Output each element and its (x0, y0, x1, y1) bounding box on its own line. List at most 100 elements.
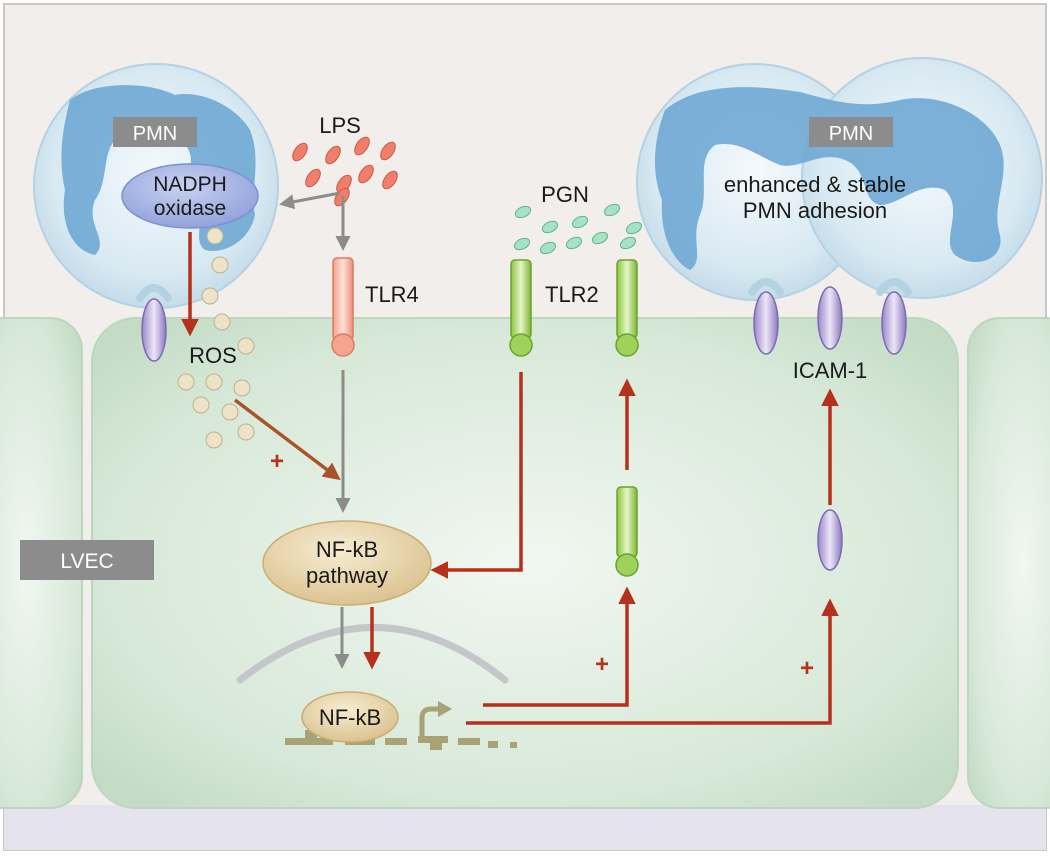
icam1-molecule (753, 291, 779, 355)
ros-particle-icon (201, 287, 219, 305)
ros-label: ROS (189, 343, 237, 368)
ros-particle-icon (205, 373, 223, 391)
pmn-left-label: PMN (133, 123, 177, 145)
adhesion-contacts (136, 278, 912, 571)
tlr2-label: TLR2 (545, 282, 599, 307)
lps-particle-icon (325, 145, 341, 165)
tlr4-receptor (331, 257, 355, 357)
pmn-right-ligand-1 (748, 278, 784, 296)
dna-segment (385, 738, 407, 745)
dna-segment (285, 738, 333, 745)
dna-segment (418, 736, 448, 743)
pmn-left: PMN NADPH oxidase (33, 63, 279, 309)
icam1-molecule-cytoplasmic (817, 509, 843, 571)
pgn-label: PGN (541, 182, 589, 207)
ros-plus-sign: + (270, 448, 284, 475)
pgn-particle-icon (619, 236, 637, 250)
pgn-particle-icon (565, 236, 583, 250)
pmn-left-ligand (136, 284, 172, 302)
pgn-particle-icon (603, 203, 621, 217)
lvec-cell-layer (0, 317, 1050, 809)
tlr2-to-nfkb-arrow (430, 372, 523, 579)
nfkb-pathway-label-line2: pathway (306, 563, 388, 588)
tlr2-receptor-cytoplasmic-head (615, 553, 639, 577)
lps-particle-icon (380, 141, 396, 161)
pgn-particle-icon (625, 221, 643, 235)
nadph-oxidase (121, 163, 259, 229)
icam1-molecule (141, 298, 167, 362)
pgn-particle-icon (591, 231, 609, 245)
neighbor-cell-right (967, 317, 1050, 809)
pgn-particle-icon (571, 215, 589, 229)
nfkb-nuclear-label: NF-kB (319, 705, 381, 730)
pmn-right-ligand-2 (876, 278, 912, 296)
transcription-start-arrow-icon (419, 706, 440, 738)
nadph-label-line1: NADPH (153, 173, 227, 196)
icam1-molecule (881, 291, 907, 355)
ros-particle-icon (233, 379, 251, 397)
lps-particle-icon (358, 164, 374, 184)
pmn-right-tag (809, 117, 893, 147)
ros-particle-icon (177, 373, 195, 391)
icam1-plus-sign: + (800, 655, 814, 682)
pathway-arrows (181, 191, 839, 725)
lps-to-nadph-arrow (279, 191, 341, 210)
tlr2-receptor-cytoplasmic-stalk (616, 486, 638, 558)
ros-particle-icon (206, 227, 224, 245)
dna-segment (488, 741, 498, 748)
lvec-label: LVEC (60, 550, 113, 573)
tlr2-plus-sign: + (595, 651, 609, 678)
lps-particle-icon (382, 170, 398, 190)
lps-particle-icon (292, 142, 308, 162)
ros-particle-icon (221, 403, 239, 421)
basement-layer (4, 805, 1046, 850)
dna-segment (510, 742, 517, 748)
ros-particle-icon (213, 313, 231, 331)
ros-particles (177, 227, 255, 449)
lps-particle-icon (305, 168, 321, 188)
transcription-start-arrowhead-icon (438, 701, 452, 717)
lvec-tag (20, 540, 154, 580)
adhesion-label-line1: enhanced & stable (724, 172, 906, 197)
pgn-particles (513, 203, 643, 255)
dna-segment (458, 738, 480, 745)
ros-particle-icon (237, 423, 255, 441)
tlr2-receptor-head (509, 333, 533, 357)
pgn-particle-icon (513, 237, 531, 251)
dna-segment (305, 730, 317, 738)
pgn-particle-icon (541, 220, 559, 234)
pgn-particle-icon (514, 205, 532, 219)
nfkb-pathway-label-line1: NF-kB (316, 537, 378, 562)
ros-particle-icon (205, 431, 223, 449)
tlr2-receptor-stalk (510, 259, 532, 339)
dna-segment (430, 743, 442, 750)
lps-particles (292, 136, 398, 207)
lps-particle-icon (354, 136, 370, 156)
tlr2-receptor-stalk (616, 259, 638, 339)
pmn-right: PMN enhanced & stable PMN adhesion (636, 57, 1043, 301)
ros-particle-icon (237, 337, 255, 355)
tlr2-receptors (509, 259, 639, 577)
ros-to-nfkb-arrow (233, 398, 341, 481)
nfkb-pathway-node (262, 520, 432, 606)
pmn-right-label: PMN (829, 123, 873, 145)
pmn-right-nucleus (654, 87, 1004, 271)
nfkb-to-tlr2-expression-arrow (483, 586, 636, 707)
nfkb-nuclear-node (301, 691, 399, 743)
pmn-left-tag (113, 117, 197, 147)
tlr4-receptor-stalk (332, 257, 354, 341)
icam1-molecule (817, 286, 843, 350)
tlr2-receptor-head (615, 333, 639, 357)
icam1-label: ICAM-1 (793, 358, 868, 383)
lps-label: LPS (319, 113, 361, 138)
adhesion-label-line2: PMN adhesion (743, 198, 887, 223)
ros-particle-icon (211, 256, 229, 274)
pgn-particle-icon (539, 241, 557, 255)
nadph-label-line2: oxidase (154, 197, 226, 220)
nfkb-to-icam1-expression-arrow (466, 598, 839, 725)
tlr4-label: TLR4 (365, 282, 419, 307)
ros-particle-icon (192, 396, 210, 414)
tlr4-receptor-head (331, 333, 355, 357)
